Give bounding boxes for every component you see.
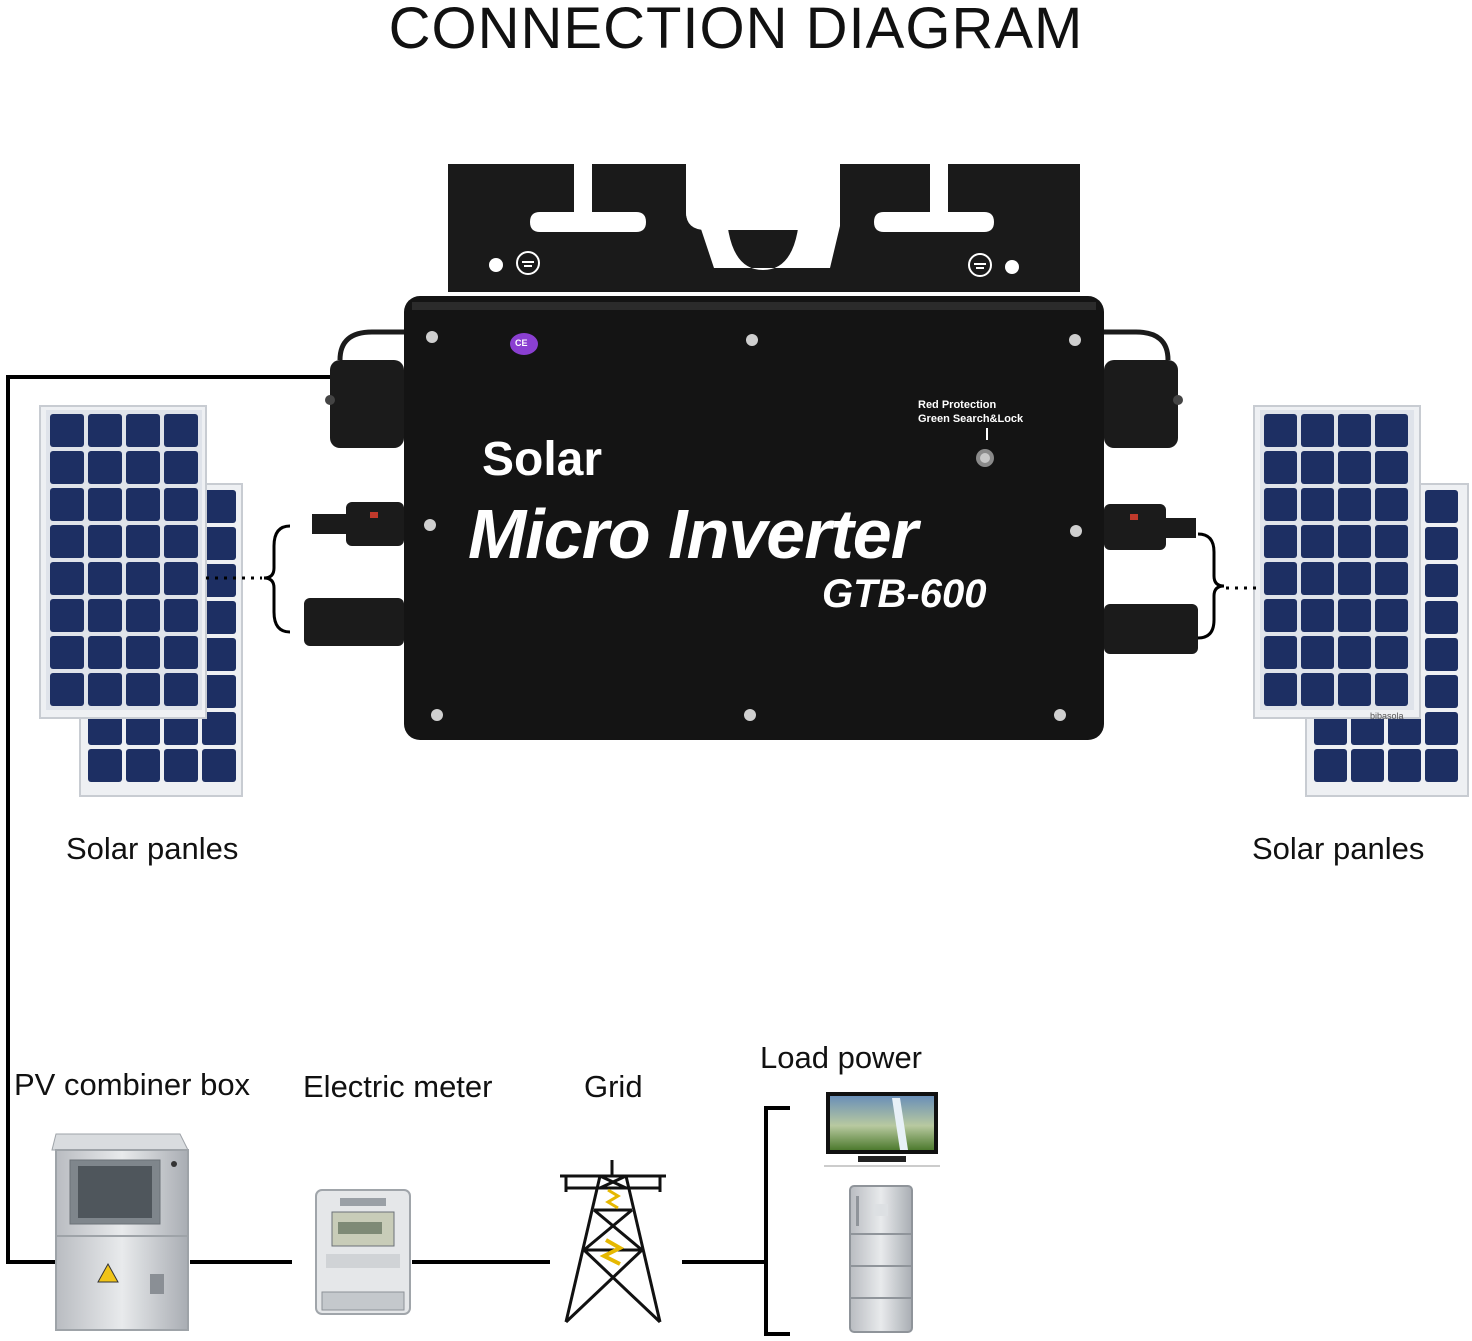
ce-mark: CE [515, 336, 528, 350]
combiner-box-illustration [52, 1134, 188, 1330]
grid-tower-illustration [560, 1160, 666, 1322]
watermark: bibasola [1370, 711, 1404, 721]
fridge-illustration [850, 1186, 912, 1332]
tv-illustration [824, 1092, 940, 1166]
led-label-green: Green Search&Lock [918, 412, 1023, 426]
led-label-red: Red Protection [918, 398, 996, 412]
solar-panels-left-label: Solar panles [66, 832, 238, 866]
grid-label: Grid [584, 1070, 643, 1104]
load-power-label: Load power [760, 1041, 922, 1075]
inverter-model-text: GTB-600 [822, 572, 987, 617]
solar-panels-right-label: Solar panles [1252, 832, 1424, 866]
combiner-box-label: PV combiner box [14, 1068, 250, 1102]
electric-meter-label: Electric meter [303, 1070, 492, 1104]
inverter-solar-text: Solar [482, 432, 602, 487]
electric-meter-illustration [316, 1190, 410, 1314]
solar-panels-left [40, 406, 290, 796]
inverter-name-text: Micro Inverter [468, 494, 917, 574]
solar-panels-right [1198, 406, 1468, 796]
micro-inverter [304, 164, 1198, 740]
